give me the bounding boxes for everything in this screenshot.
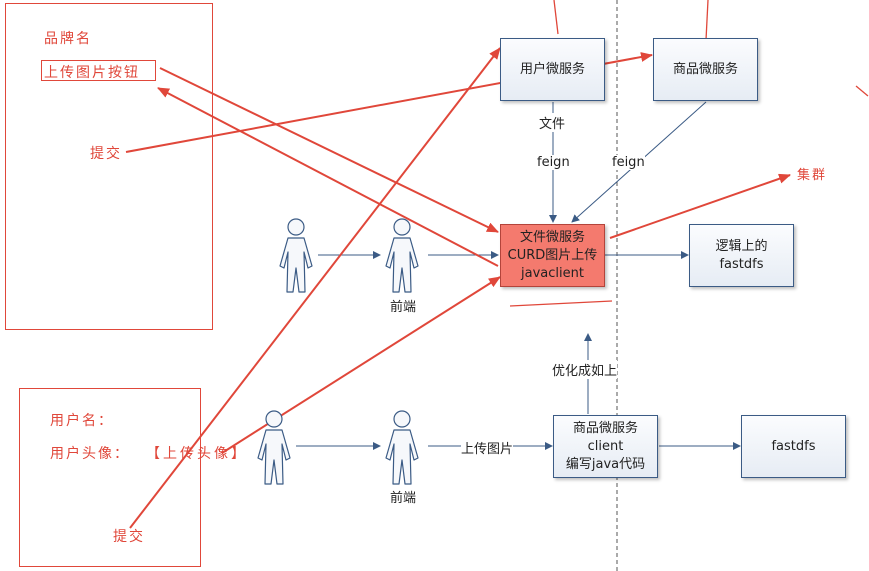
edge-label-file: 文件 <box>539 113 566 132</box>
red-underline <box>509 300 613 307</box>
person-figure-bottom-left <box>257 410 291 485</box>
product-service-label: 商品微服务 <box>672 61 738 77</box>
file-service-node: 文件微服务 CURD图片上传 javaclient <box>500 224 605 287</box>
avatar-label: 用户头像： <box>50 446 130 462</box>
fastdfs-node: fastdfs <box>741 415 846 478</box>
product-client-label-2: client <box>587 438 624 454</box>
file-service-label-1: 文件微服务 <box>519 229 585 245</box>
person-figure-bottom-frontend <box>385 410 419 485</box>
red-avatar-to-file <box>221 276 501 454</box>
red-tick-2 <box>705 0 709 41</box>
person-figure-top-frontend <box>385 218 419 293</box>
logical-fastdfs-label-2: fastdfs <box>719 256 764 272</box>
file-service-label-2: CURD图片上传 <box>507 247 598 263</box>
logical-fastdfs-label-1: 逻辑上的 <box>715 238 768 254</box>
frontend-label-bottom: 前端 <box>390 487 417 506</box>
product-client-node: 商品微服务 client 编写java代码 <box>553 415 658 478</box>
user-service-label: 用户微服务 <box>519 61 585 77</box>
user-form-box <box>19 388 201 567</box>
edge-label-cluster: 集群 <box>797 164 828 183</box>
brand-submit-label[interactable]: 提交 <box>90 146 122 162</box>
product-client-label-3: 编写java代码 <box>565 456 646 472</box>
product-service-node: 商品微服务 <box>653 38 758 101</box>
person-figure-top-left <box>279 218 313 293</box>
brand-name-label: 品牌名 <box>44 31 92 47</box>
logical-fastdfs-node: 逻辑上的 fastdfs <box>689 224 794 287</box>
red-submit-to-user <box>129 47 501 529</box>
username-label: 用户名： <box>50 413 114 429</box>
frontend-label-top: 前端 <box>390 296 417 315</box>
red-file-to-cluster <box>609 173 791 239</box>
user-submit-label[interactable]: 提交 <box>113 529 145 545</box>
upload-avatar-button[interactable]: 【上传头像】 <box>146 446 248 462</box>
red-tick-3 <box>855 85 869 97</box>
brand-form-box <box>5 3 213 330</box>
red-upload-to-file <box>159 67 499 233</box>
upload-image-button[interactable] <box>41 60 156 81</box>
upload-image-button-label: 上传图片按钮 <box>44 65 140 81</box>
red-tick-1 <box>553 0 559 35</box>
user-service-node: 用户微服务 <box>500 38 605 101</box>
file-service-label-3: javaclient <box>521 265 584 281</box>
product-client-label-1: 商品微服务 <box>572 420 638 436</box>
red-file-to-upload <box>157 87 499 267</box>
fastdfs-label: fastdfs <box>771 438 816 454</box>
edge-label-feign-left: feign <box>537 155 570 170</box>
edge-label-feign-right: feign <box>612 155 645 170</box>
edge-label-optimize: 优化成如上 <box>552 360 618 379</box>
edge-label-upload-image: 上传图片 <box>461 438 514 457</box>
